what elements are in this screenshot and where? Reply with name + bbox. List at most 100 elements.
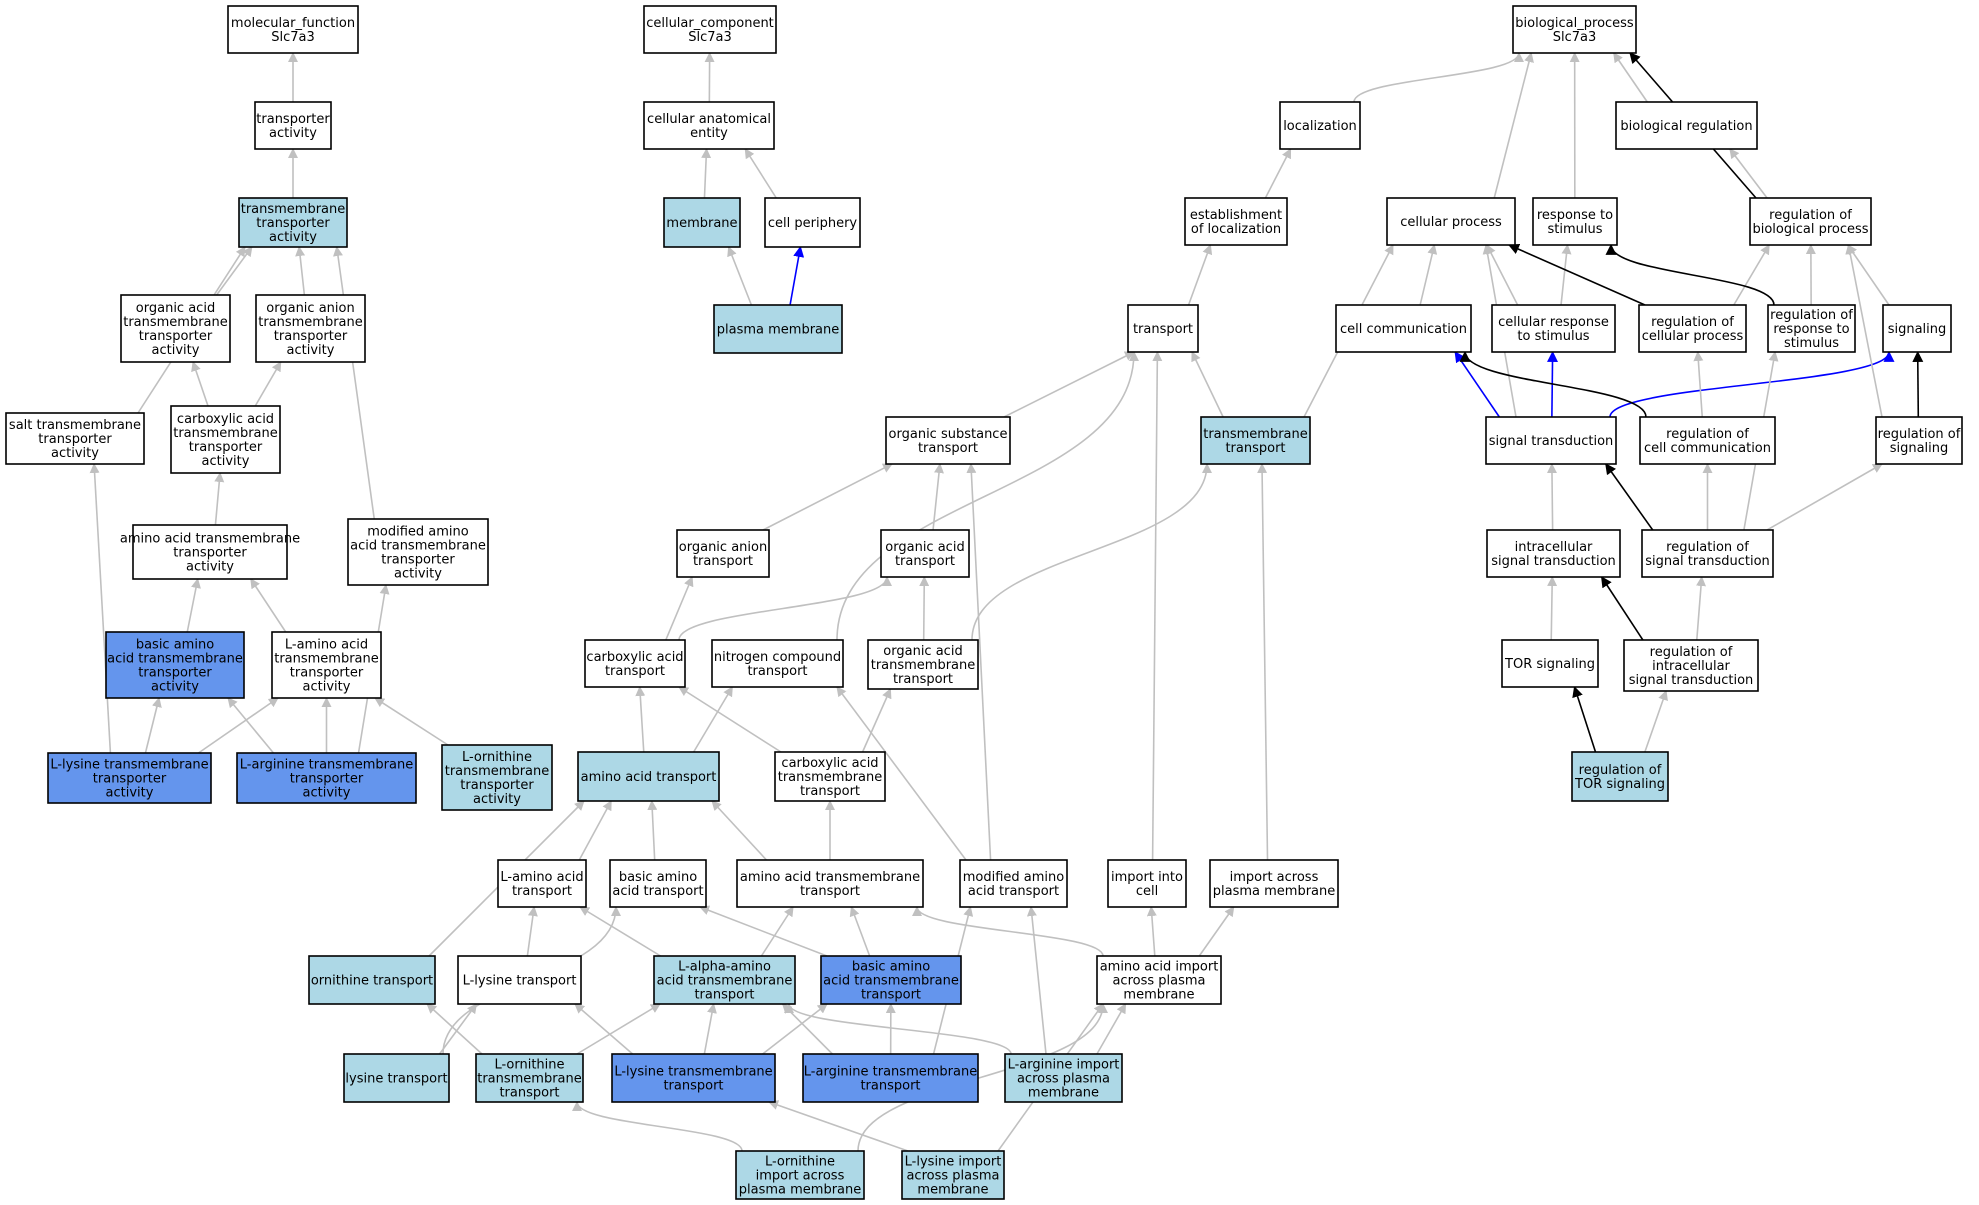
node-label-line: intracellular [1515, 540, 1593, 555]
edge-basic-aa-tm-transport-to-aa-tm-transport [849, 906, 871, 957]
node-ornithine-transport[interactable]: ornithine transport [308, 955, 436, 1005]
node-label-line: L-arginine transmembrane [804, 1065, 977, 1080]
node-l-lysine-transport[interactable]: L-lysine transport [457, 955, 582, 1005]
node-label-line: organic anion [679, 540, 767, 555]
node-label-line: activity [394, 567, 442, 582]
node-label-line: signaling [1888, 322, 1947, 337]
node-label-line: establishment [1190, 208, 1282, 223]
edge-signal-transduction-to-cell-communication [1454, 351, 1501, 418]
node-label-line: Slc7a3 [688, 30, 732, 45]
node-aa-tm-act[interactable]: amino acid transmembranetransporteractiv… [120, 524, 300, 580]
node-l-orn-tm-act[interactable]: L-ornithinetransmembranetransporteractiv… [441, 744, 553, 811]
node-membrane[interactable]: membrane [663, 197, 741, 248]
node-label-line: basic amino [619, 870, 697, 885]
node-aa-transport[interactable]: amino acid transport [577, 751, 720, 802]
node-label-line: transport [918, 441, 978, 456]
node-carbox-tm-act[interactable]: carboxylic acidtransmembranetransportera… [170, 405, 281, 474]
node-l-lys-tm-act[interactable]: L-lysine transmembranetransporteractivit… [47, 752, 212, 804]
node-label-line: biological regulation [1620, 119, 1752, 134]
edge-l-lys-tm-act-to-l-aa-tm-act [197, 697, 279, 754]
node-plasma-membrane[interactable]: plasma membrane [713, 304, 843, 354]
node-label-line: transport [605, 664, 665, 679]
node-cell-periphery[interactable]: cell periphery [764, 197, 861, 248]
edge-transport-to-establish-loc [1187, 244, 1213, 306]
node-signal-transduction[interactable]: signal transduction [1485, 416, 1617, 465]
node-transport[interactable]: transport [1127, 304, 1199, 353]
edge-l-arg-import-pm-to-aa-import-pm [1096, 1003, 1127, 1055]
node-localization[interactable]: localization [1279, 101, 1361, 150]
edge-cell-periphery-to-cell-anat-entity [744, 148, 777, 199]
node-label-line: cellular response [1498, 315, 1609, 330]
edge-signal-transduction-to-signaling [1609, 350, 1895, 418]
node-box [170, 405, 281, 474]
node-cellular-process[interactable]: cellular process [1386, 197, 1516, 246]
node-l-arg-tm-act[interactable]: L-arginine transmembranetransporteractiv… [236, 752, 417, 804]
node-bio-regulation[interactable]: biological regulation [1615, 101, 1758, 150]
edge-l-lys-tm-transport-to-basic-aa-tm-transport [762, 1003, 828, 1055]
node-box [475, 1053, 584, 1103]
edge-aa-tm-act-to-carbox-tm-act [214, 472, 225, 526]
node-label-line: entity [690, 126, 728, 141]
node-label-line: activity [303, 786, 351, 801]
node-org-acid-tm-act[interactable]: organic acidtransmembranetransporteracti… [120, 294, 231, 363]
node-signaling[interactable]: signaling [1882, 304, 1952, 353]
node-l-aa-tm-act[interactable]: L-amino acidtransmembranetransporteracti… [271, 631, 382, 699]
node-label-line: transport [895, 554, 955, 569]
node-tor-signaling[interactable]: TOR signaling [1501, 639, 1599, 688]
node-org-anion-tm-act[interactable]: organic aniontransmembranetransporteract… [255, 294, 366, 363]
node-label-line: acid transmembrane [657, 974, 793, 989]
node-cell-communication[interactable]: cell communication [1335, 304, 1472, 353]
node-label-line: transport [747, 664, 807, 679]
edge-tm-transport-to-transport [1191, 351, 1224, 418]
node-box [1623, 639, 1759, 692]
node-label-line: modified amino [367, 525, 469, 540]
node-label-line: signal transduction [1645, 554, 1770, 569]
node-lysine-transport[interactable]: lysine transport [343, 1053, 450, 1103]
node-label-line: activity [303, 680, 351, 695]
